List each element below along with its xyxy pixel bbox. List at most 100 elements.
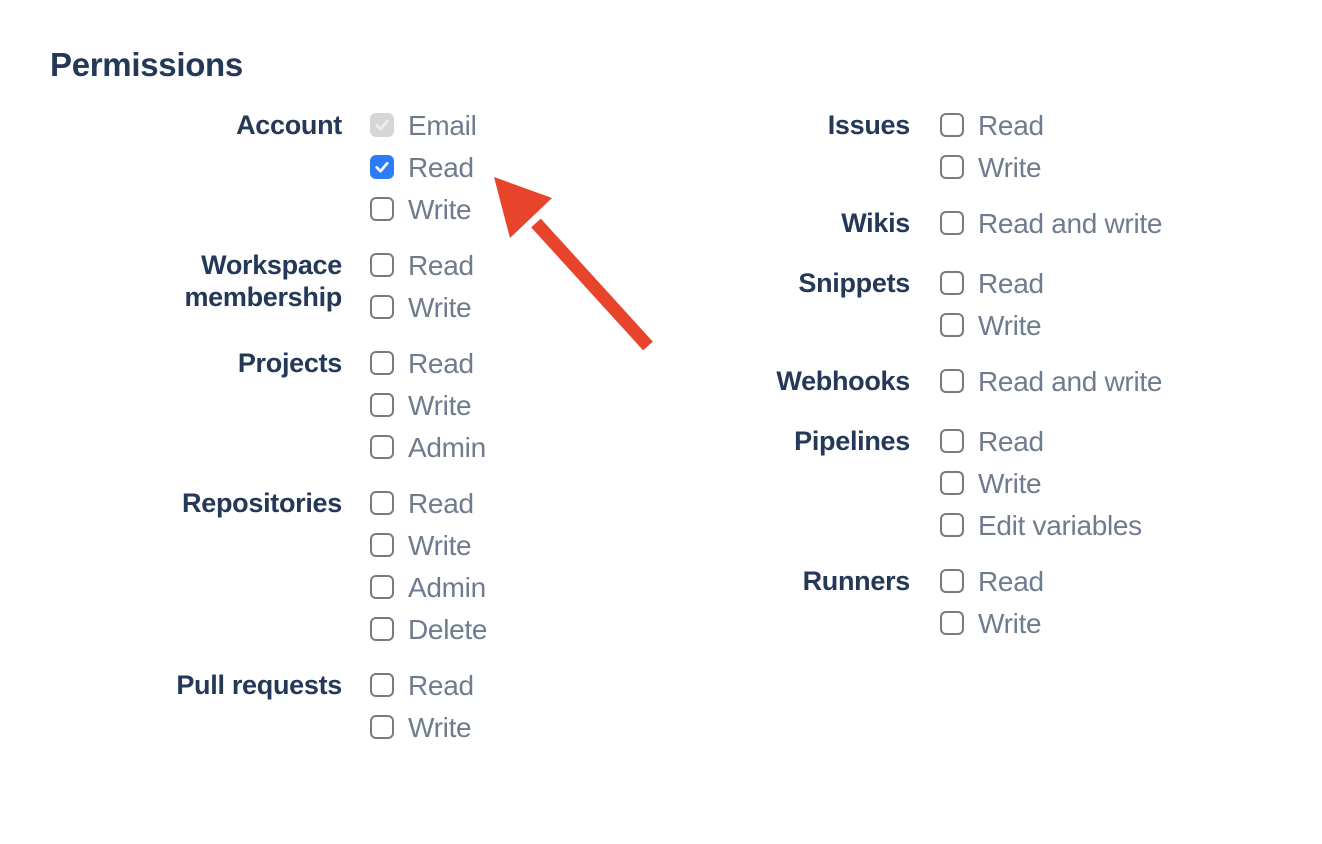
- pipelines-write-checkbox-label[interactable]: Write: [978, 468, 1042, 499]
- checkbox-row-workspace-membership-read: Read: [370, 250, 474, 281]
- checkbox-row-account-email: Email: [370, 110, 477, 141]
- snippets-write-checkbox-label[interactable]: Write: [978, 310, 1042, 341]
- runners-write-checkbox-label[interactable]: Write: [978, 608, 1042, 639]
- workspace-membership-read-checkbox-label[interactable]: Read: [408, 250, 474, 281]
- projects-write-checkbox[interactable]: [370, 393, 394, 417]
- pipelines-read-checkbox-label[interactable]: Read: [978, 426, 1044, 457]
- checkbox-row-repositories-write: Write: [370, 530, 487, 561]
- group-label-workspace-membership: Workspace membership: [184, 250, 342, 312]
- webhooks-read-and-write-checkbox[interactable]: [940, 369, 964, 393]
- repositories-read-checkbox-label[interactable]: Read: [408, 488, 474, 519]
- runners-read-checkbox-label[interactable]: Read: [978, 566, 1044, 597]
- wikis-read-and-write-checkbox[interactable]: [940, 211, 964, 235]
- account-email-checkbox-label[interactable]: Email: [408, 110, 477, 141]
- repositories-delete-checkbox[interactable]: [370, 617, 394, 641]
- webhooks-read-and-write-checkbox-label[interactable]: Read and write: [978, 366, 1163, 397]
- repositories-admin-checkbox-label[interactable]: Admin: [408, 572, 486, 603]
- group-label-pull-requests: Pull requests: [176, 670, 342, 700]
- pipelines-read-checkbox[interactable]: [940, 429, 964, 453]
- group-label-projects: Projects: [237, 348, 342, 378]
- check-icon: [375, 119, 389, 131]
- checkbox-row-runners-read: Read: [940, 566, 1044, 597]
- group-options-webhooks: Read and write: [940, 366, 1163, 397]
- wikis-read-and-write-checkbox-label[interactable]: Read and write: [978, 208, 1163, 239]
- projects-read-checkbox[interactable]: [370, 351, 394, 375]
- pull-requests-read-checkbox-label[interactable]: Read: [408, 670, 474, 701]
- snippets-read-checkbox-label[interactable]: Read: [978, 268, 1044, 299]
- issues-write-checkbox-label[interactable]: Write: [978, 152, 1042, 183]
- workspace-membership-write-checkbox-label[interactable]: Write: [408, 292, 472, 323]
- projects-write-checkbox-label[interactable]: Write: [408, 390, 472, 421]
- checkbox-row-pipelines-read: Read: [940, 426, 1142, 457]
- group-label-wikis: Wikis: [841, 208, 910, 238]
- issues-read-checkbox-label[interactable]: Read: [978, 110, 1044, 141]
- pipelines-write-checkbox[interactable]: [940, 471, 964, 495]
- pull-requests-write-checkbox-label[interactable]: Write: [408, 712, 472, 743]
- checkbox-row-repositories-delete: Delete: [370, 614, 488, 645]
- group-options-wikis: Read and write: [940, 208, 1163, 239]
- projects-admin-checkbox[interactable]: [370, 435, 394, 459]
- page-title: Permissions: [50, 46, 243, 83]
- pipelines-edit-variables-checkbox-label[interactable]: Edit variables: [978, 510, 1142, 541]
- pull-requests-read-checkbox[interactable]: [370, 673, 394, 697]
- account-write-checkbox-label[interactable]: Write: [408, 194, 472, 225]
- snippets-read-checkbox[interactable]: [940, 271, 964, 295]
- permission-group-webhooks: Webhooks Read and write: [750, 366, 1163, 397]
- runners-write-checkbox[interactable]: [940, 611, 964, 635]
- repositories-delete-checkbox-label[interactable]: Delete: [408, 614, 488, 645]
- account-write-checkbox[interactable]: [370, 197, 394, 221]
- group-label-webhooks: Webhooks: [776, 366, 910, 396]
- checkbox-row-repositories-read: Read: [370, 488, 487, 519]
- account-read-checkbox[interactable]: [370, 155, 394, 179]
- checkbox-row-wikis-read-and-write: Read and write: [940, 208, 1163, 239]
- checkbox-row-issues-write: Write: [940, 152, 1044, 183]
- repositories-read-checkbox[interactable]: [370, 491, 394, 515]
- issues-write-checkbox[interactable]: [940, 155, 964, 179]
- workspace-membership-write-checkbox[interactable]: [370, 295, 394, 319]
- group-label-snippets: Snippets: [798, 268, 910, 298]
- repositories-write-checkbox[interactable]: [370, 533, 394, 557]
- checkbox-row-issues-read: Read: [940, 110, 1044, 141]
- checkbox-row-snippets-read: Read: [940, 268, 1044, 299]
- checkbox-row-pull-requests-read: Read: [370, 670, 474, 701]
- permission-group-wikis: Wikis Read and write: [750, 208, 1163, 239]
- check-icon: [375, 161, 389, 173]
- checkbox-row-webhooks-read-and-write: Read and write: [940, 366, 1163, 397]
- repositories-write-checkbox-label[interactable]: Write: [408, 530, 472, 561]
- checkbox-row-workspace-membership-write: Write: [370, 292, 474, 323]
- snippets-write-checkbox[interactable]: [940, 313, 964, 337]
- projects-read-checkbox-label[interactable]: Read: [408, 348, 474, 379]
- checkbox-row-projects-write: Write: [370, 390, 486, 421]
- pipelines-edit-variables-checkbox[interactable]: [940, 513, 964, 537]
- issues-read-checkbox[interactable]: [940, 113, 964, 137]
- account-read-checkbox-label[interactable]: Read: [408, 152, 474, 183]
- checkbox-row-runners-write: Write: [940, 608, 1044, 639]
- checkbox-row-pipelines-edit-variables: Edit variables: [940, 510, 1142, 541]
- checkbox-row-snippets-write: Write: [940, 310, 1044, 341]
- checkbox-row-account-write: Write: [370, 194, 477, 225]
- group-label-account: Account: [236, 110, 342, 140]
- pull-requests-write-checkbox[interactable]: [370, 715, 394, 739]
- checkbox-row-projects-admin: Admin: [370, 432, 486, 463]
- repositories-admin-checkbox[interactable]: [370, 575, 394, 599]
- workspace-membership-read-checkbox[interactable]: [370, 253, 394, 277]
- runners-read-checkbox[interactable]: [940, 569, 964, 593]
- group-label-pipelines: Pipelines: [794, 426, 910, 456]
- projects-admin-checkbox-label[interactable]: Admin: [408, 432, 486, 463]
- checkbox-row-account-read: Read: [370, 152, 477, 183]
